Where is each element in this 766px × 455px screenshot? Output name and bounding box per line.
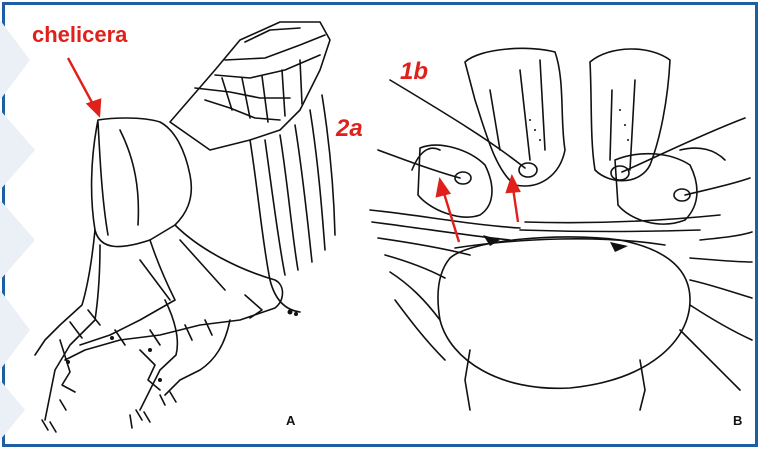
seta-1b-label: 1b [400, 58, 428, 86]
panel-a-letter: A [286, 413, 295, 428]
panel-b-letter: B [733, 413, 742, 428]
chelicera-label: chelicera [32, 22, 127, 48]
seta-2a-label: 2a [336, 115, 363, 143]
